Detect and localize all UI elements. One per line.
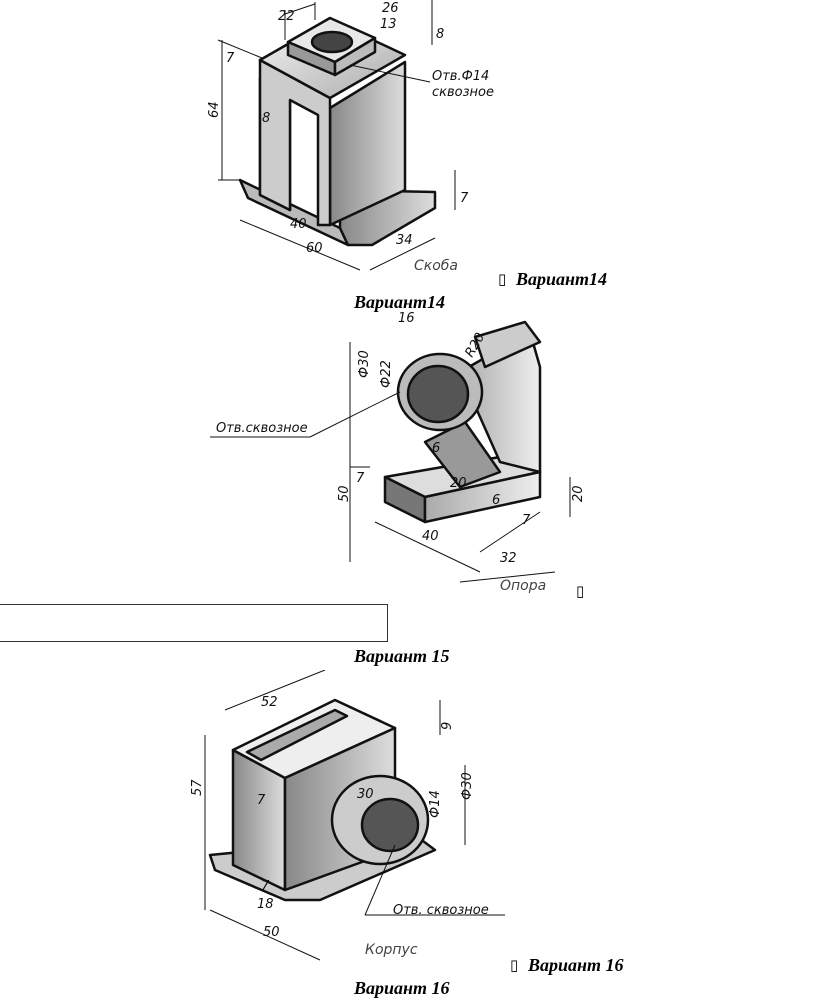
dim-label: 16 <box>398 312 415 326</box>
dim-label: 50 <box>263 925 280 940</box>
dim-label: 13 <box>380 17 397 32</box>
dim-label: 7 <box>257 793 266 808</box>
caption-center: Вариант 16 <box>354 978 450 998</box>
dim-label: 40 <box>290 217 307 232</box>
dim-label: 8 <box>262 111 270 126</box>
dim-label: Ф14 <box>428 790 443 818</box>
dim-label: 6 <box>432 441 440 456</box>
caption-center: Вариант14 <box>354 292 446 312</box>
dim-label: 30 <box>357 787 374 802</box>
skoba-drawing: 22 26 13 8 7 64 8 7 40 60 34 Отв.Ф14 скв… <box>207 0 494 274</box>
dim-label: Ф30 <box>460 772 475 800</box>
dim-label: 20 <box>450 476 467 491</box>
part-name: Опора <box>500 578 546 594</box>
dim-label: 57 <box>190 779 205 796</box>
empty-box <box>0 604 388 642</box>
opora-drawing: 16 Ф30 Ф22 R20 7 50 6 20 6 20 7 40 32 От… <box>210 312 586 594</box>
placeholder-glyph: ▯ <box>498 270 507 288</box>
placeholder-glyph: ▯ <box>576 582 585 600</box>
hole-note: Отв.сквозное <box>216 421 308 436</box>
dim-label: 50 <box>337 485 352 502</box>
hole-note: Отв. сквозное <box>393 903 489 918</box>
dim-label: 7 <box>261 879 270 894</box>
dim-label: 40 <box>422 529 439 544</box>
dim-label: Ф22 <box>379 360 394 388</box>
dim-label: 7 <box>356 471 365 486</box>
dim-label: 7 <box>226 51 235 66</box>
placeholder-glyph: ▯ <box>510 956 519 974</box>
dim-label: 64 <box>207 101 222 118</box>
dim-label: 32 <box>500 551 517 566</box>
part-name: Корпус <box>365 942 418 958</box>
caption-center: Вариант 15 <box>354 646 450 666</box>
dim-label: 52 <box>261 695 278 710</box>
korpus-drawing: 52 9 57 30 Ф14 Ф30 7 7 18 50 Отв. сквозн… <box>190 670 505 961</box>
dim-label: 6 <box>492 493 500 508</box>
dim-label: 8 <box>436 27 444 42</box>
dim-label: Ф30 <box>357 350 372 378</box>
dim-label: 7 <box>522 513 531 528</box>
dim-label: 34 <box>396 233 413 248</box>
part-name: Скоба <box>414 258 458 274</box>
hole-note: сквозное <box>432 85 494 100</box>
hole-note: Отв.Ф14 <box>432 69 489 84</box>
dim-label: 18 <box>257 897 274 912</box>
dim-label: 26 <box>382 1 399 16</box>
dim-label: 9 <box>440 722 455 730</box>
dim-label: 60 <box>306 241 323 256</box>
caption-right: Вариант 16 <box>528 955 624 975</box>
dim-label: 22 <box>278 9 295 24</box>
dim-label: 20 <box>571 485 586 502</box>
caption-right: Вариант14 <box>516 269 608 289</box>
dim-label: 7 <box>460 191 469 206</box>
